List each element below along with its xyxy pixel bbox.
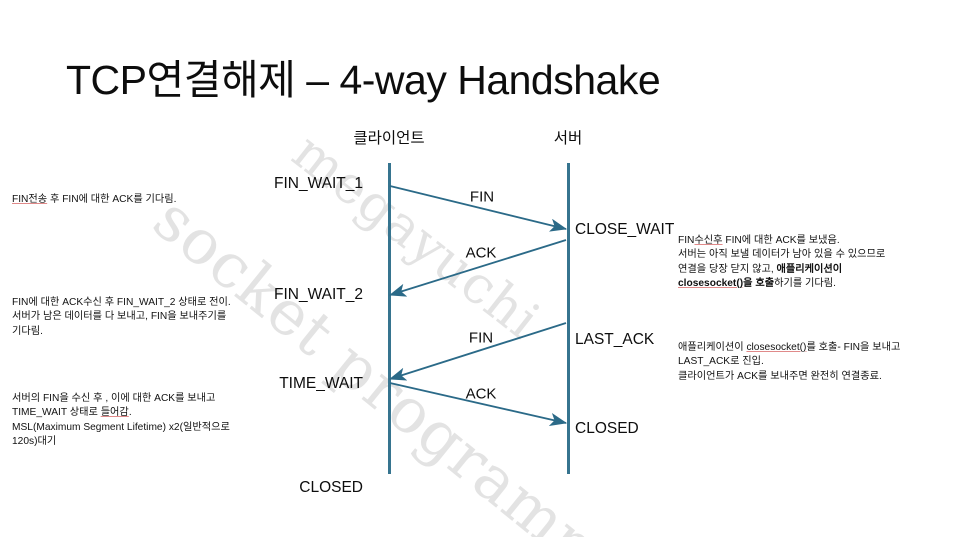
state-label-closed-left: CLOSED xyxy=(299,479,363,496)
lifeline-server xyxy=(567,163,570,474)
lifeline-client xyxy=(388,163,391,474)
note-segment: 서버의 FIN을 수신 후 , 이에 대한 ACK를 보내고 TIME_WAIT… xyxy=(12,393,216,419)
message-label-fin-3: FIN xyxy=(468,329,494,347)
note-segment: 애플리케이션이 xyxy=(678,342,747,353)
state-label-last_ack-right: LAST_ACK xyxy=(575,331,655,348)
state-label-close_wait-right: CLOSE_WAIT xyxy=(575,221,675,238)
watermark-megayuchi: megayuchi xyxy=(281,122,551,352)
note-segment: 를 호출- FIN을 보내고 LAST_ACK로 진입. 클라이언트가 ACK를… xyxy=(678,342,901,382)
state-label-time_wait-left: TIME_WAIT xyxy=(279,375,363,392)
state-label-fin_wait_2-left: FIN_WAIT_2 xyxy=(274,286,363,303)
note-close-wait: FIN수신후 FIN에 대한 ACK를 보냈음. 서버는 아직 보낼 데이터가 … xyxy=(678,234,953,292)
page-title: TCP연결해제 – 4-way Handshake xyxy=(66,57,661,103)
message-label-ack-4: ACK xyxy=(465,385,497,403)
column-header-server: 서버 xyxy=(553,130,583,147)
note-segment: FIN에 대한 ACK수신 후 FIN_WAIT_2 상태로 전이. 서버가 남… xyxy=(12,297,231,337)
note-time-wait: 서버의 FIN을 수신 후 , 이에 대한 ACK를 보내고 TIME_WAIT… xyxy=(12,392,262,450)
note-segment: FIN xyxy=(678,235,695,246)
note-segment: closesocket() xyxy=(746,342,807,353)
note-segment: 을 호출 xyxy=(743,278,775,290)
state-label-fin_wait_1-left: FIN_WAIT_1 xyxy=(274,175,363,192)
note-segment: closesocket() xyxy=(678,278,744,290)
note-segment: 수신후 xyxy=(694,235,723,246)
state-label-closed-right: CLOSED xyxy=(575,420,639,437)
message-label-fin-1: FIN xyxy=(469,188,495,206)
message-label-ack-2: ACK xyxy=(465,244,497,262)
note-fin-wait-2: FIN에 대한 ACK수신 후 FIN_WAIT_2 상태로 전이. 서버가 남… xyxy=(12,296,262,339)
note-segment: 후 FIN에 대한 ACK를 기다림. xyxy=(47,194,177,205)
note-last-ack: 애플리케이션이 closesocket()를 호출- FIN을 보내고 LAST… xyxy=(678,341,953,384)
note-fin-wait-1: FIN전송 후 FIN에 대한 ACK를 기다림. xyxy=(12,193,262,207)
note-segment: 애플리케이션이 xyxy=(776,263,843,275)
note-segment: . MSL(Maximum Segment Lifetime) x2(일반적으로… xyxy=(12,407,230,448)
note-segment: 들어감 xyxy=(100,407,129,419)
column-header-client: 클라이언트 xyxy=(353,130,425,147)
note-segment: FIN전송 xyxy=(12,194,48,205)
note-segment: FIN에 대한 ACK를 보냈음. 서버는 아직 보낼 데이터가 남아 있을 수… xyxy=(678,235,886,275)
note-segment: 하기를 기다림. xyxy=(774,278,836,290)
